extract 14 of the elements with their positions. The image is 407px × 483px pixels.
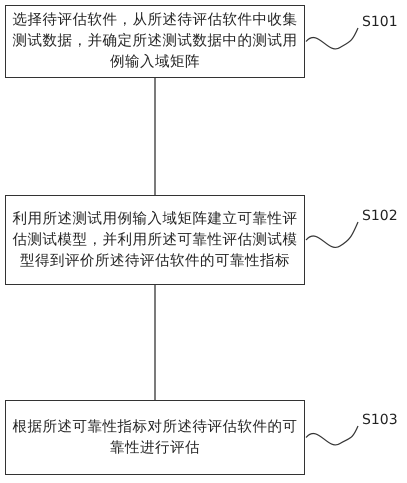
step-number: S103: [362, 412, 398, 428]
process-box: [5, 195, 305, 285]
process-box: [5, 5, 305, 78]
leader-line: [306, 222, 359, 248]
connector-line: [154, 285, 156, 400]
process-box: [5, 400, 305, 475]
step-number: S101: [362, 14, 398, 30]
step-text: 利用所述测试用例输入域矩阵建立可靠性评估测试模型，并利用所述可靠性评估测试模型得到评价所述待评估软件的可靠性指标: [12, 210, 298, 270]
step-text: 选择待评估软件，从所述待评估软件中收集测试数据，并确定所述测试数据中的测试用例输入域矩阵: [12, 11, 298, 72]
step-text: 根据所述可靠性指标对所述待评估软件的可靠性进行评估: [12, 418, 298, 458]
connector-line: [154, 78, 156, 195]
step-number: S102: [362, 208, 398, 224]
leader-line: [306, 426, 359, 446]
leader-line: [306, 28, 359, 50]
